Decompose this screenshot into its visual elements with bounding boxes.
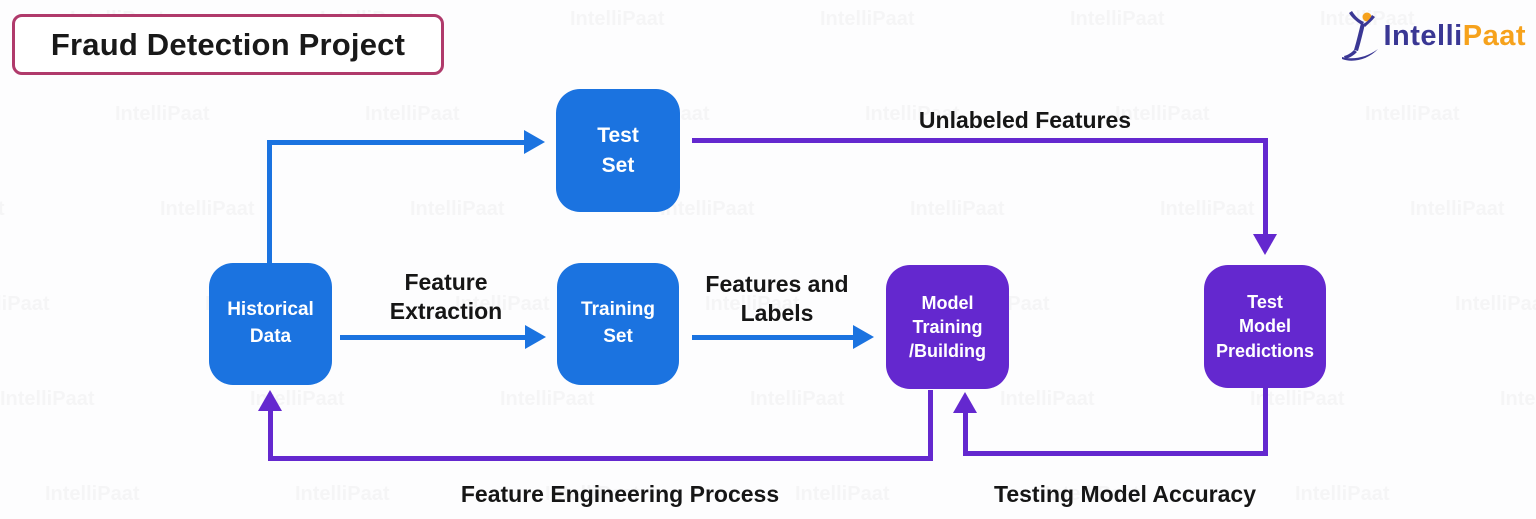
background-watermark: IntelliPaat — [365, 103, 459, 126]
node-test-set: Test Set — [556, 89, 680, 212]
background-watermark: IntelliPaat — [0, 388, 94, 411]
intellipaat-logo: IntelliPaat — [1340, 8, 1527, 64]
background-watermark: IntelliPaat — [1410, 198, 1504, 221]
logo-wordmark: IntelliPaat — [1384, 20, 1527, 53]
background-watermark: IntelliPaat — [45, 483, 139, 506]
edge-testing-accuracy-vline-left — [963, 412, 968, 454]
edge-unlabeled-features-vline — [1263, 138, 1268, 235]
edge-label-features-and-labels: Features and Labels — [705, 271, 849, 326]
edge-historical-to-testset-hline — [267, 140, 525, 145]
edge-testing-accuracy-hline — [963, 451, 1268, 456]
background-watermark: IntelliPaat — [1365, 103, 1459, 126]
edge-historical-to-testset-vline — [267, 142, 272, 263]
edge-feature-engineering-vline-left — [268, 410, 273, 460]
background-watermark: IntelliPaat — [1070, 8, 1164, 31]
edge-unlabeled-features-hline — [692, 138, 1268, 143]
edge-testing-accuracy-arrowhead-icon — [953, 392, 977, 413]
background-watermark: IntelliPaat — [570, 8, 664, 31]
background-watermark: IntelliPaat — [1455, 293, 1536, 316]
edge-label-testing-model-accuracy: Testing Model Accuracy — [993, 481, 1256, 507]
edge-feature-extraction-arrowhead-icon — [525, 325, 546, 349]
edge-historical-to-testset-arrowhead-icon — [524, 130, 545, 154]
edge-label-feature-engineering-process: Feature Engineering Process — [460, 481, 780, 507]
edge-feature-engineering-arrowhead-icon — [258, 390, 282, 411]
logo-text-paat: Paat — [1462, 19, 1526, 52]
edge-feature-extraction-hline — [340, 335, 526, 340]
node-model-training-building-label: Model Training /Building — [909, 292, 986, 362]
background-watermark: IntelliPaat — [1500, 388, 1536, 411]
background-watermark: IntelliPaat — [1000, 388, 1094, 411]
node-test-model-predictions: Test Model Predictions — [1204, 265, 1326, 388]
node-historical-data: Historical Data — [209, 263, 332, 385]
intellipaat-figure-icon — [1341, 11, 1378, 61]
background-watermark: IntelliPaat — [1160, 198, 1254, 221]
edge-features-labels-arrowhead-icon — [853, 325, 874, 349]
node-historical-data-label: Historical Data — [227, 299, 314, 347]
edge-unlabeled-features-arrowhead-icon — [1253, 234, 1277, 255]
background-watermark: IntelliPaat — [115, 103, 209, 126]
edge-features-labels-hline — [692, 335, 854, 340]
diagram-title: Fraud Detection Project — [12, 14, 444, 75]
node-test-set-label: Test Set — [597, 124, 639, 177]
logo-text-intelli: Intelli — [1383, 19, 1463, 52]
background-watermark: IntelliPaat — [820, 8, 914, 31]
background-watermark: IntelliPaat — [410, 198, 504, 221]
background-watermark: IntelliPaat — [910, 198, 1004, 221]
edge-label-unlabeled-features: Unlabeled Features — [918, 107, 1132, 133]
node-training-set-label: Training Set — [581, 299, 655, 347]
edge-feature-engineering-hline — [268, 456, 933, 461]
edge-label-feature-extraction: Feature Extraction — [389, 269, 503, 324]
node-test-model-predictions-label: Test Model Predictions — [1215, 292, 1315, 361]
diagram-title-text: Fraud Detection Project — [50, 26, 406, 62]
edge-testing-accuracy-vline-right — [1263, 388, 1268, 456]
background-watermark: IntelliPaat — [750, 388, 844, 411]
background-watermark: IntelliPaat — [0, 293, 49, 316]
background-watermark: IntelliPaat — [295, 483, 389, 506]
node-model-training-building: Model Training /Building — [886, 265, 1009, 389]
edge-feature-engineering-vline-right — [928, 390, 933, 461]
background-watermark: IntelliPaat — [0, 198, 4, 221]
background-watermark: IntelliPaat — [160, 198, 254, 221]
node-training-set: Training Set — [557, 263, 679, 385]
background-watermark: IntelliPaat — [500, 388, 594, 411]
